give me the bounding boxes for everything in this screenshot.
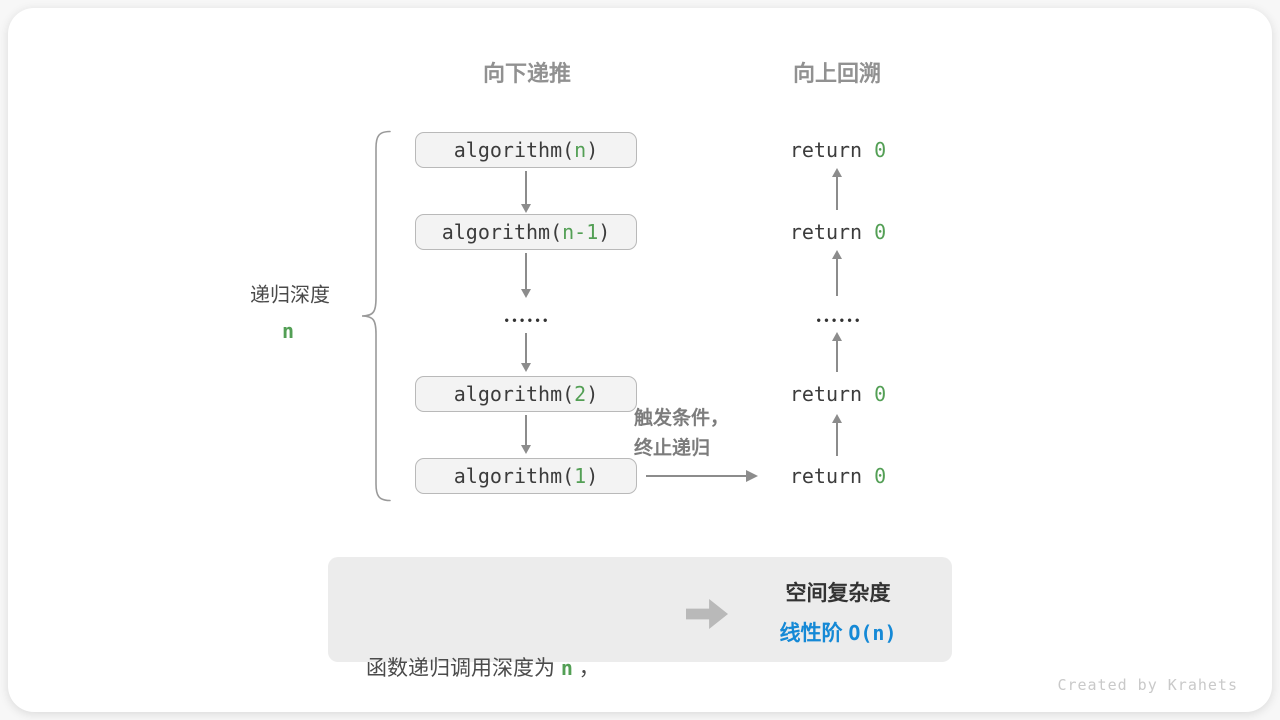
arrow-up-icon xyxy=(831,414,842,456)
summary-text: 函数递归调用深度为 xyxy=(366,657,561,680)
arrow-down-icon xyxy=(520,415,531,454)
call-fn: algorithm( xyxy=(453,464,575,488)
space-complexity-title: 空间复杂度 xyxy=(785,582,891,605)
return-keyword: return xyxy=(789,138,875,162)
arrow-up-icon xyxy=(831,168,842,210)
return-value: 0 xyxy=(874,220,887,244)
base-case-note-line1: 触发条件， xyxy=(634,408,730,429)
call-fn: algorithm( xyxy=(453,382,575,406)
arrow-down-icon xyxy=(520,253,531,298)
result-big-o-open: O( xyxy=(848,621,873,645)
arrow-up-icon xyxy=(831,332,842,372)
call-close: ) xyxy=(586,382,599,406)
call-close: ) xyxy=(586,464,599,488)
return-row: return 0 xyxy=(790,220,886,244)
depth-value: n xyxy=(281,319,295,343)
return-row: return 0 xyxy=(790,464,886,488)
return-row: return 0 xyxy=(790,382,886,406)
return-value: 0 xyxy=(874,138,887,162)
depth-label: 递归深度 xyxy=(250,284,330,307)
call-arg: 2 xyxy=(574,382,587,406)
summary-n: n xyxy=(560,656,573,680)
summary-line1: 函数递归调用深度为 n ， xyxy=(366,649,600,688)
return-keyword: return xyxy=(789,220,875,244)
base-case-note: 触发条件， 终止递归 xyxy=(634,404,729,464)
call-box-algorithm-1: algorithm(1) xyxy=(415,458,637,494)
summary-panel xyxy=(328,557,952,662)
return-value: 0 xyxy=(874,464,887,488)
return-keyword: return xyxy=(789,464,875,488)
call-close: ) xyxy=(586,138,599,162)
call-fn: algorithm( xyxy=(441,220,563,244)
summary-text: ， xyxy=(572,657,600,680)
arrow-right-icon xyxy=(646,470,758,482)
call-arg: n xyxy=(574,138,587,162)
base-case-note-line2: 终止递归 xyxy=(634,438,711,459)
space-complexity-result: 线性阶 O(n) xyxy=(779,617,896,647)
return-value: 0 xyxy=(874,382,887,406)
ellipsis-right: •••••• xyxy=(816,313,863,327)
call-arg: n-1 xyxy=(562,220,599,244)
return-row: return 0 xyxy=(790,138,886,162)
arrow-down-icon xyxy=(520,171,531,213)
arrow-up-icon xyxy=(831,250,842,296)
call-box-algorithm-2: algorithm(2) xyxy=(415,376,637,412)
result-text: 线性阶 xyxy=(779,622,849,645)
call-fn: algorithm( xyxy=(453,138,575,162)
header-backtrack-upward: 向上回溯 xyxy=(792,61,882,86)
arrow-down-icon xyxy=(520,333,531,372)
return-keyword: return xyxy=(789,382,875,406)
call-box-algorithm-n-1: algorithm(n-1) xyxy=(415,214,637,250)
call-arg: 1 xyxy=(574,464,587,488)
summary-left-text: 函数递归调用深度为 n ， 共使用 O(n) 的栈帧空间 xyxy=(366,573,600,720)
watermark: Created by Krahets xyxy=(1057,676,1238,694)
header-recurse-downward: 向下递推 xyxy=(482,61,572,86)
depth-brace xyxy=(361,130,391,502)
ellipsis-left: •••••• xyxy=(504,313,551,327)
result-big-o-close: ) xyxy=(884,621,897,645)
result-n: n xyxy=(872,621,885,645)
call-close: ) xyxy=(598,220,611,244)
call-box-algorithm-n: algorithm(n) xyxy=(415,132,637,168)
